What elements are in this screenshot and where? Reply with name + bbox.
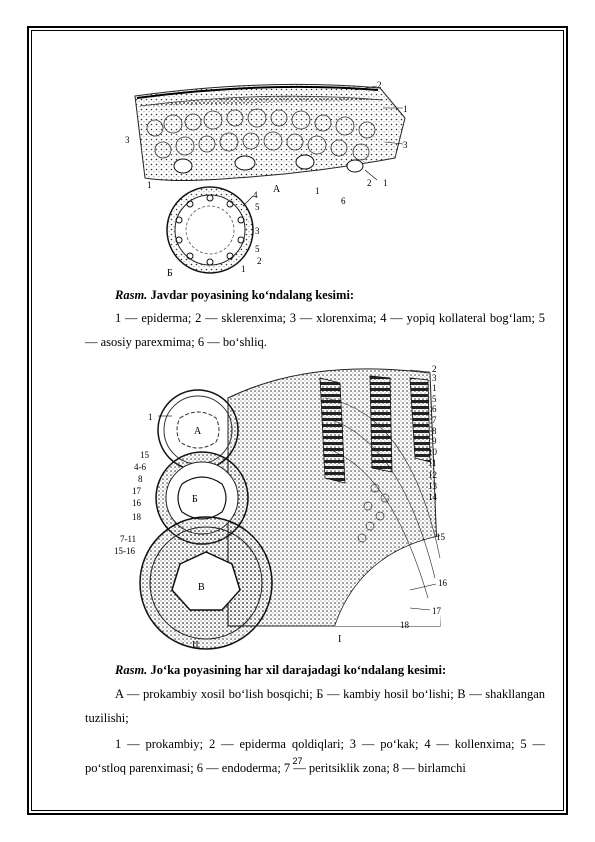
fig2-label-r8: 8 [432,426,437,436]
fig2-label-r13: 13 [428,481,438,491]
fig1-label-1: 1 [403,104,408,114]
fig2-label-r11: 11 [428,458,437,468]
fig2-label-B-cyr: Б [192,494,198,505]
fig1-label-2: 2 [377,80,382,90]
vascular-bundles [173,154,364,174]
fig2-label-r2: 2 [432,364,437,374]
caption-prefix: Rasm. [115,288,148,302]
caption-prefix-2: Rasm. [115,663,148,677]
fig2-label-r7: 7 [432,415,437,425]
figure-linden-stem-sections: 1 A 15 4-6 8 17 16 18 Б 7-11 15-16 B II … [114,364,448,650]
figure1-caption: Rasm. Javdar poyasining ko‘ndalang kesim… [85,285,545,305]
fig1-label-3b: 3 [403,140,408,150]
fig2-label-r17: 17 [432,606,442,616]
fig2-label-r5: 5 [432,394,437,404]
fig2-label-8: 8 [138,474,143,484]
fig2-label-r16: 16 [438,578,448,588]
fig1-label-A: A [273,184,281,195]
parenchyma-cells [146,108,376,161]
fig2-label-15-16: 15-16 [114,546,135,556]
page-border-inner [31,30,564,811]
fig1-label-1b: 1 [383,178,388,188]
caption-title: Javdar poyasining ko‘ndalang kesimi: [150,288,355,302]
fig1-label-2c: 2 [257,256,262,266]
fig2-label-r14: 14 [428,492,438,502]
fig2-label-II: II [192,640,199,650]
fig2-label-I: I [338,634,341,645]
fig1-label-6: 6 [341,196,346,206]
fig1-label-2b: 2 [367,178,372,188]
fig1-label-3: 3 [125,135,130,145]
fig2-label-15: 15 [140,450,150,460]
fig2-label-r10: 10 [428,447,438,457]
fig1-label-4: 4 [253,190,258,200]
legend-paragraph-3: 1 — prokambiy; 2 — epiderma qoldiqlari; … [85,737,545,775]
fig1-label-B: Б [167,268,173,278]
fig1-label-5: 5 [255,202,260,212]
figure-rye-stem-section: 2 1 3 3 1 2 A 1 6 1 4 5 3 5 Б 1 2 [125,80,408,278]
fig2-label-r1: 1 [432,383,437,393]
legend-paragraph-1: 1 — epiderma; 2 — sklerenxima; 3 — xlore… [85,311,545,349]
fig2-label-r3: 3 [432,373,437,383]
fig2-label-4-6: 4-6 [134,462,146,472]
fig1-label-1d: 1 [147,180,152,190]
fig2-label-r6: 6 [432,404,437,414]
fig2-label-r15: 15 [436,532,446,542]
fig2-label-7-11: 7-11 [120,534,136,544]
fig1-label-1e: 1 [241,264,246,274]
caption-title-2: Jo‘ka poyasining har xil darajadagi ko‘n… [150,663,447,677]
legend-paragraph-2: A — prokambiy xosil bo‘lish bosqichi; Б … [85,687,545,725]
fig1-label-3c: 3 [255,226,260,236]
fig1-label-5b: 5 [255,244,260,254]
fig2-label-V: B [198,582,205,593]
fig2-label-1: 1 [148,412,153,422]
fig2-label-r18: 18 [400,620,410,630]
fig2-label-r9: 9 [432,436,437,446]
fig2-label-18: 18 [132,512,142,522]
figure2-caption: Rasm. Jo‘ka poyasining har xil darajadag… [85,660,545,680]
fig2-label-A: A [194,426,202,437]
fig2-label-16: 16 [132,498,142,508]
fig1-label-1c: 1 [315,186,320,196]
page-number: 27 [292,756,303,766]
page-border-outer [27,26,568,815]
fig2-label-r12: 12 [428,470,437,480]
fig2-label-17: 17 [132,486,142,496]
